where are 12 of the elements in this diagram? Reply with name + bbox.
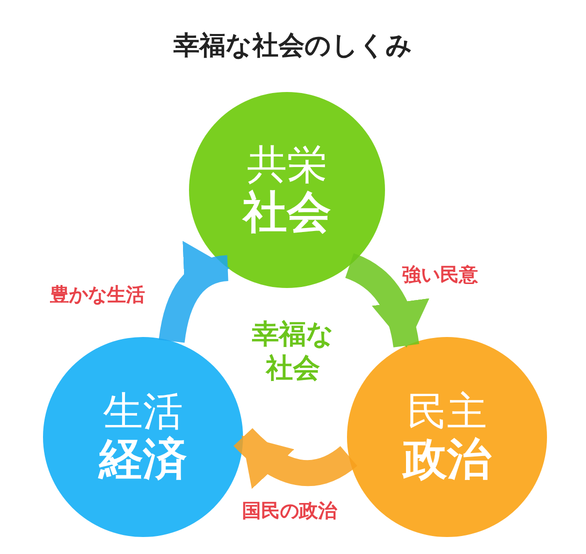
title: 幸福な社会のしくみ <box>172 30 414 63</box>
node-subtitle: 生活 <box>103 388 183 435</box>
node-subtitle: 民主 <box>407 388 487 435</box>
node-subtitle: 共栄 <box>247 142 327 188</box>
node-title: 社会 <box>243 188 331 238</box>
node-title: 経済 <box>99 434 187 486</box>
curved-arrow <box>158 244 230 344</box>
curved-arrow <box>234 428 357 489</box>
node-title: 政治 <box>403 434 491 486</box>
center-label: 幸福な社会 <box>251 318 336 386</box>
curved-arrow <box>344 253 428 348</box>
edge-label: 豊かな生活 <box>48 282 147 308</box>
